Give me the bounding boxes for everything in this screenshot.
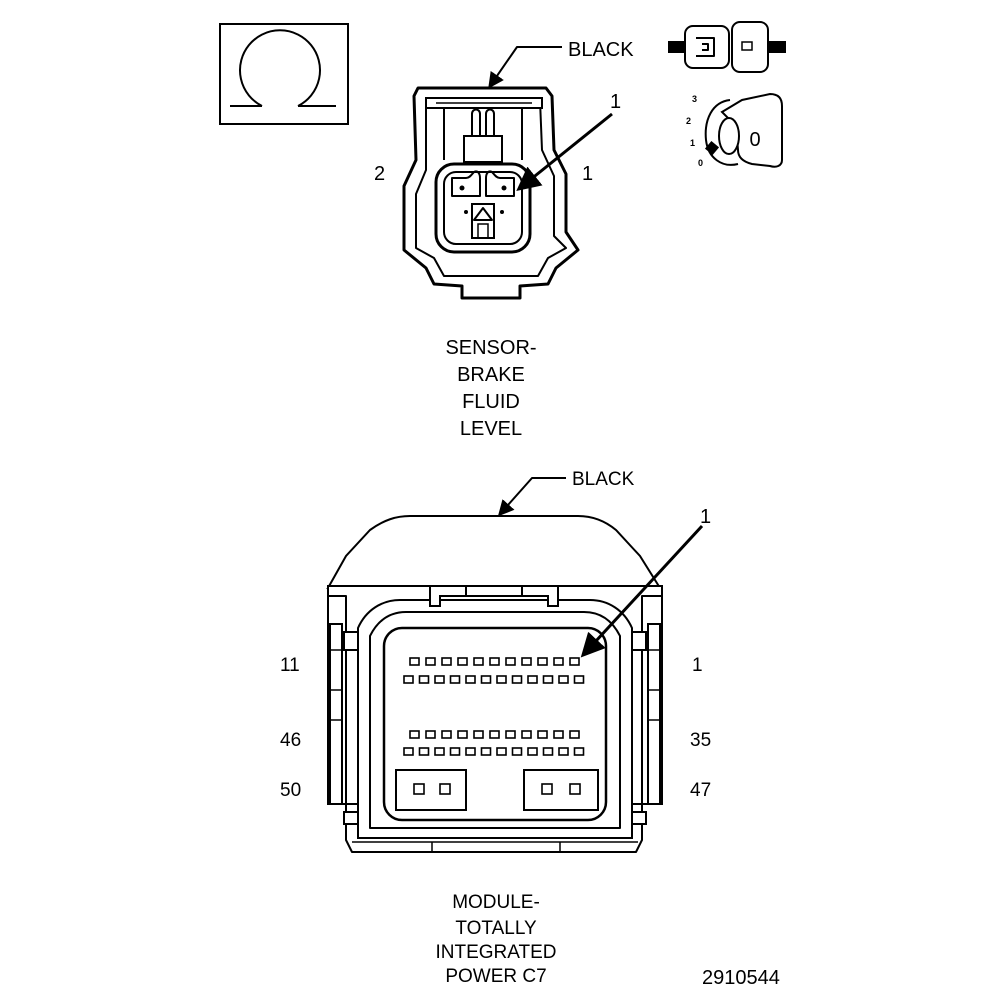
module-pin-cavity <box>489 730 500 739</box>
module-pin-label-1: 1 <box>692 655 703 676</box>
module-pin-cavity <box>473 730 484 739</box>
module-pin-cavity <box>542 675 554 684</box>
module-pin-cavity <box>425 730 436 739</box>
module-pin-cavity <box>449 675 461 684</box>
key-position-3: 3 <box>692 94 697 104</box>
module-pin-cavity <box>558 675 569 684</box>
module-pin-cavity <box>434 675 445 684</box>
module-pin-cavity <box>418 747 430 756</box>
sensor-side-label-right: 1 <box>582 163 593 185</box>
sensor-name: SENSOR- BRAKE FLUID LEVEL <box>445 337 536 440</box>
sensor-callouts: BLACK 1 2 1 <box>374 39 634 192</box>
module-pin-cavity <box>403 675 414 684</box>
module-color-label: BLACK <box>572 469 635 490</box>
module-pin-cavity <box>496 747 507 756</box>
module-pin-cavity <box>457 657 468 666</box>
module-pin-cavity <box>521 730 532 739</box>
sensor-name-line-3: FLUID <box>462 391 520 413</box>
module-callouts: BLACK 1 11 46 50 1 35 47 <box>280 469 711 801</box>
module-name-line-3: INTEGRATED <box>435 942 556 963</box>
module-pin-cavity <box>489 657 500 666</box>
module-pin-cavity <box>553 657 564 666</box>
connector-face-view-icon <box>219 23 349 125</box>
module-pin-cavity <box>457 730 468 739</box>
inline-connector-icon <box>668 21 786 73</box>
module-pin-cavity <box>573 675 585 684</box>
sensor-side-label-left: 2 <box>374 163 385 185</box>
module-pin-cavity <box>569 657 580 666</box>
module-pin-cavity <box>434 747 445 756</box>
module-pin-cavity <box>505 730 516 739</box>
key-position-0: 0 <box>698 158 703 168</box>
module-pin-cavity <box>480 747 492 756</box>
key-face-label: 0 <box>749 129 760 151</box>
sensor-name-line-4: LEVEL <box>460 418 522 440</box>
module-pin-cavity <box>425 657 436 666</box>
module-name-line-4: POWER C7 <box>445 966 546 987</box>
module-pin-label-47: 47 <box>690 780 711 801</box>
module-pin-cavity <box>473 657 484 666</box>
sensor-connector <box>402 86 580 300</box>
module-pin-callout: 1 <box>700 506 711 528</box>
module-pin-cavity <box>511 747 523 756</box>
key-position-2: 2 <box>686 116 691 126</box>
key-position-1: 1 <box>690 138 695 148</box>
ignition-key-icon: 0 3 2 1 0 <box>686 92 783 168</box>
module-pin-cavity <box>505 657 516 666</box>
module-pin-cavity <box>542 747 554 756</box>
sensor-pin-callout: 1 <box>610 91 621 113</box>
module-pin-cavity <box>465 747 476 756</box>
module-pin-field <box>403 657 585 756</box>
module-pin-cavity <box>441 657 452 666</box>
module-name-line-1: MODULE- <box>452 892 540 913</box>
figure-id: 2910544 <box>702 967 780 989</box>
sensor-name-line-2: BRAKE <box>457 364 525 386</box>
module-connector <box>326 515 663 853</box>
module-pin-cavity <box>496 675 507 684</box>
module-pin-cavity <box>403 747 414 756</box>
module-pin-label-11: 11 <box>280 655 300 676</box>
module-pin-label-35: 35 <box>690 730 711 751</box>
module-pin-label-46: 46 <box>280 730 301 751</box>
module-pin-cavity <box>537 657 548 666</box>
module-pin-cavity <box>409 657 420 666</box>
module-pin-cavity <box>449 747 461 756</box>
module-pin-cavity <box>537 730 548 739</box>
module-pin-cavity <box>480 675 492 684</box>
module-pin-cavity <box>441 730 452 739</box>
module-pin-cavity <box>527 675 538 684</box>
module-pin-cavity <box>465 675 476 684</box>
module-name-line-2: TOTALLY <box>455 918 537 939</box>
sensor-color-label: BLACK <box>568 39 634 61</box>
module-pin-cavity <box>511 675 523 684</box>
module-pin-cavity <box>527 747 538 756</box>
sensor-name-line-1: SENSOR- <box>445 337 536 359</box>
module-pin-cavity <box>409 730 420 739</box>
module-pin-cavity <box>569 730 580 739</box>
module-pin-cavity <box>558 747 569 756</box>
module-pin-cavity <box>418 675 430 684</box>
module-name: MODULE- TOTALLY INTEGRATED POWER C7 <box>435 892 556 987</box>
module-pin-cavity <box>573 747 585 756</box>
module-pin-cavity <box>553 730 564 739</box>
module-pin-cavity <box>521 657 532 666</box>
module-pin-label-50: 50 <box>280 780 301 801</box>
